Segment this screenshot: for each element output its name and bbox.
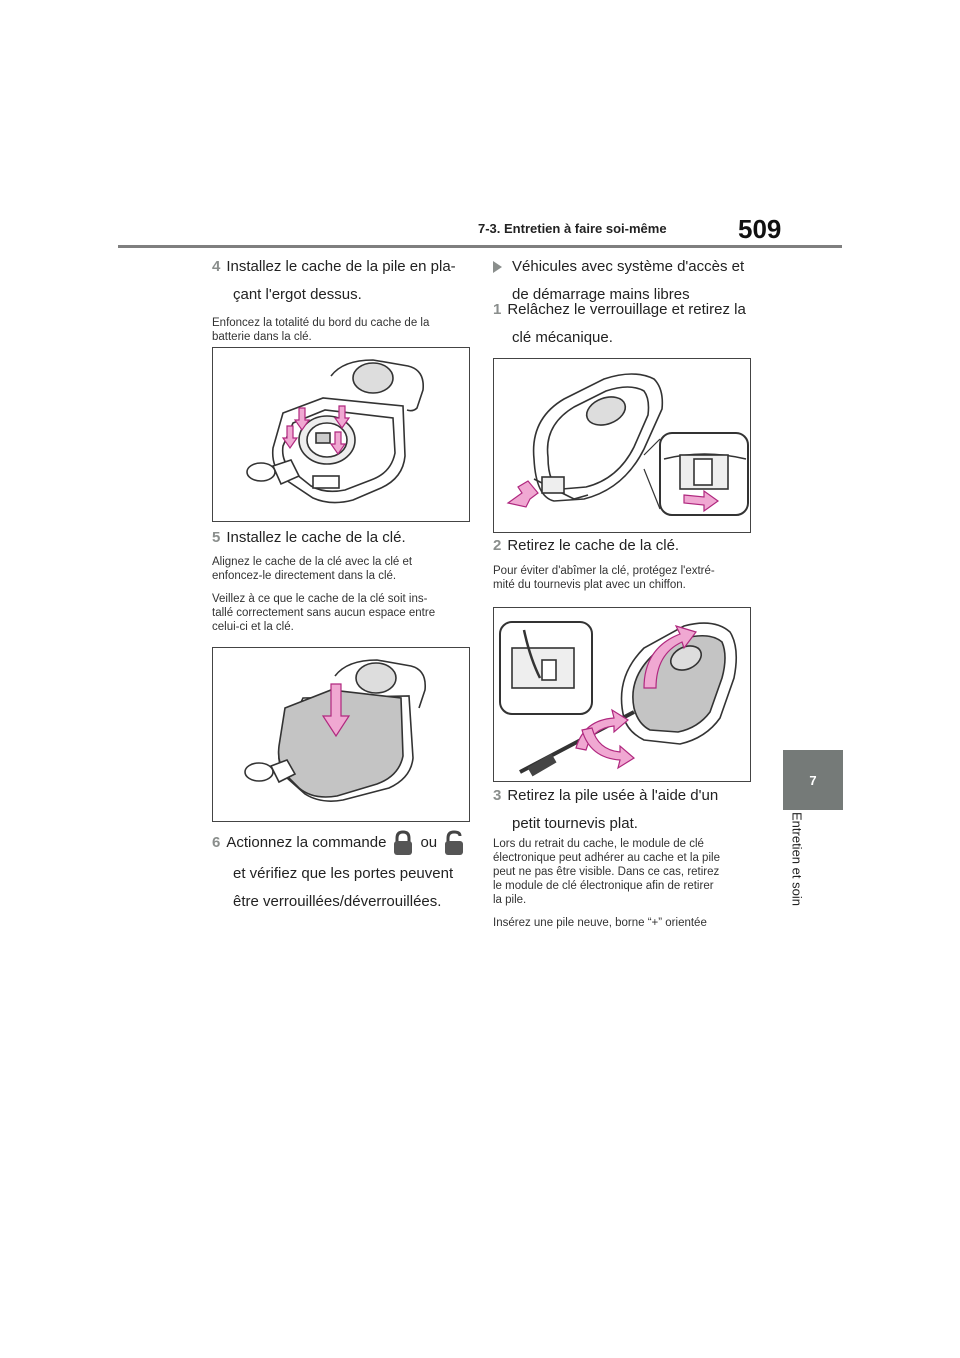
section-line2: de démarrage mains libres (512, 286, 690, 303)
step-5-note1-line2: enfoncez-le directement dans la clé. (212, 570, 397, 582)
step-6-number: 6 (212, 834, 221, 851)
step-r3-line1: Retirez la pile usée à l'aide d'un (507, 787, 719, 804)
step-4-note-line1: Enfoncez la totalité du bord du cache de… (212, 317, 430, 329)
section-triangle-icon (493, 261, 502, 274)
step-r1-line2: clé mécanique. (512, 329, 613, 346)
step-5-note2-line2: tallé correctement sans aucun espace ent… (212, 607, 436, 619)
chapter-number: 7 (809, 772, 817, 788)
step-r3-note1-line1: Lors du retrait du cache, le module de c… (493, 838, 704, 850)
step-4-note-line2: batterie dans la clé. (212, 331, 312, 343)
unlock-icon (445, 830, 464, 855)
section-title: 7-3. Entretien à faire soi-même (478, 221, 667, 236)
chapter-tab[interactable]: 7 (783, 750, 843, 810)
step-r3-note1-line5: la pile. (493, 894, 527, 906)
step-5-number: 5 (212, 529, 221, 546)
step-r2-text: Retirez le cache de la clé. (507, 537, 680, 554)
step-r3-note-1: Lors du retrait du cache, le module de c… (493, 837, 763, 907)
step-r3: 3 Retirez la pile usée à l'aide d'un peti… (493, 782, 763, 838)
step-5-note-1: Alignez le cache de la clé avec la clé e… (212, 555, 472, 583)
step-r3-note1-line3: peut ne pas être visible. Dans ce cas, r… (493, 866, 720, 878)
step-r3-number: 3 (493, 787, 502, 804)
step-r1-number: 1 (493, 301, 502, 318)
step-4-line2: çant l'ergot dessus. (233, 286, 362, 303)
header-rule (118, 245, 842, 248)
chapter-title: Entretien et soin (789, 812, 805, 906)
step-r2-note-line2: mité du tournevis plat avec un chiffon. (493, 579, 686, 591)
step-5-note1-line1: Alignez le cache de la clé avec la clé e… (212, 556, 413, 568)
lock-icon (394, 830, 413, 855)
step-r2-note: Pour éviter d'abîmer la clé, protégez l'… (493, 564, 763, 592)
figure-remove-cover (493, 607, 751, 782)
hands-free-section: Véhicules avec système d'accès et de dém… (493, 253, 763, 309)
step-5: 5 Installez le cache de la clé. (212, 524, 472, 552)
step-6-line3: être verrouillées/déverrouillées. (233, 893, 442, 910)
step-r3-note1-line4: le module de clé électronique afin de re… (493, 880, 714, 892)
step-4-note: Enfoncez la totalité du bord du cache de… (212, 316, 472, 344)
step-6-line2: et vérifiez que les portes peuvent (233, 865, 454, 882)
section-line1: Véhicules avec système d'accès et (512, 258, 745, 275)
step-4-number: 4 (212, 258, 221, 275)
step-r2-note-line1: Pour éviter d'abîmer la clé, protégez l'… (493, 565, 715, 577)
chapter-title-vertical: Entretien et soin (783, 812, 813, 942)
step-6: 6 Actionnez la commande ou et vérifiez q… (212, 826, 482, 916)
step-r1-line1: Relâchez le verrouillage et retirez la (507, 301, 746, 318)
step-5-note-2: Veillez à ce que le cache de la clé soit… (212, 592, 472, 634)
figure-release-lock (493, 358, 751, 533)
step-r3-line2: petit tournevis plat. (512, 815, 638, 832)
step-4: 4 Installez le cache de la pile en pla- ç… (212, 253, 472, 309)
step-5-note2-line1: Veillez à ce que le cache de la clé soit… (212, 593, 428, 605)
figure-key-cover (212, 647, 470, 822)
step-5-text: Installez le cache de la clé. (226, 529, 406, 546)
page-number: 509 (738, 214, 782, 244)
step-r2: 2 Retirez le cache de la clé. (493, 532, 763, 560)
step-r3-note-2: Insérez une pile neuve, borne “+” orient… (493, 917, 707, 929)
step-6-text: Actionnez la commande (226, 834, 387, 851)
figure-battery-cover (212, 347, 470, 522)
step-4-line1: Installez le cache de la pile en pla- (226, 258, 456, 275)
step-5-note2-line3: celui-ci et la clé. (212, 621, 294, 633)
step-6-or: ou (420, 834, 438, 851)
step-r3-note1-line2: électronique peut adhérer au cache et la… (493, 852, 720, 864)
step-r2-number: 2 (493, 537, 502, 554)
